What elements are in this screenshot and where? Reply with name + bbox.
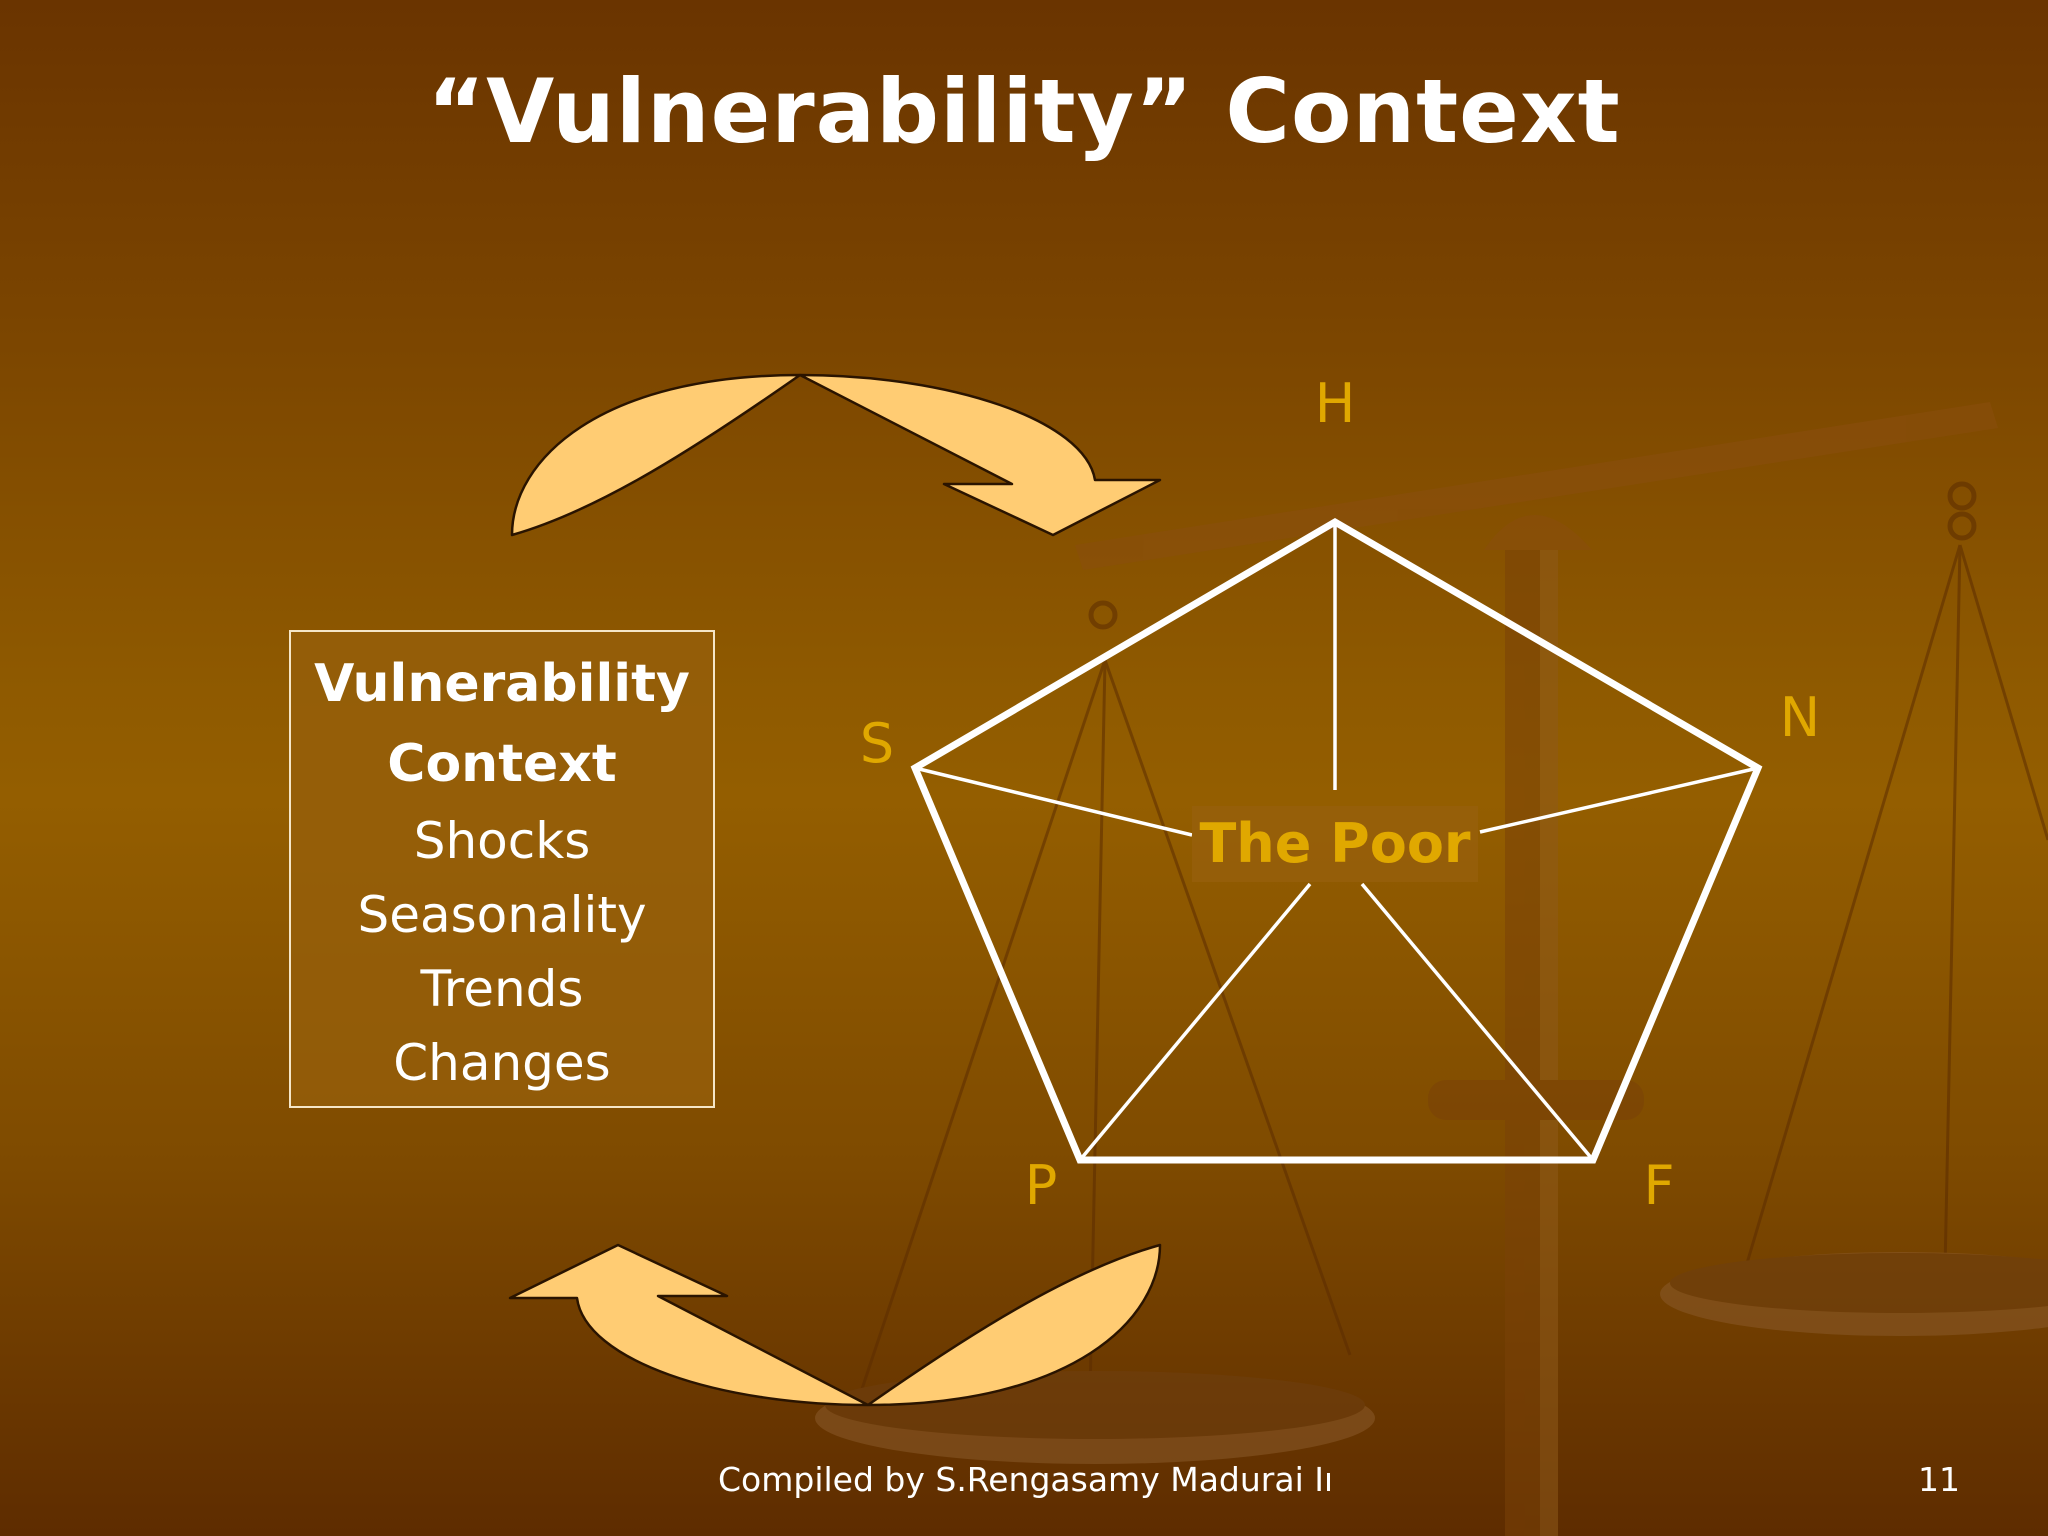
vertex-label-f: F	[1643, 1154, 1675, 1217]
vulnerability-box-heading-line2: Context	[387, 734, 617, 794]
slide-title: “Vulnerability” Context	[427, 60, 1621, 163]
vulnerability-item-changes: Changes	[393, 1034, 611, 1092]
cycle-arrow-top	[510, 373, 1162, 537]
footer-credit: Compiled by S.Rengasamy Madurai Insti	[718, 1460, 1330, 1499]
pentagon-spokes	[914, 522, 1759, 1162]
cycle-arrow-bottom	[508, 1243, 1162, 1407]
balance-scale-background	[815, 402, 2048, 1536]
vulnerability-item-trends: Trends	[420, 960, 584, 1018]
vertex-label-h: H	[1314, 372, 1356, 435]
page-number: 11	[1918, 1460, 1960, 1499]
asset-pentagon	[910, 517, 1763, 1164]
center-label-the-poor: The Poor	[1192, 806, 1478, 882]
vertex-label-n: N	[1779, 686, 1821, 749]
vertex-label-s: S	[859, 712, 895, 775]
vertex-label-p: P	[1024, 1154, 1058, 1217]
vulnerability-context-box: Vulnerability Context Shocks Seasonality…	[289, 630, 715, 1108]
vulnerability-item-seasonality: Seasonality	[357, 886, 647, 944]
vulnerability-box-heading-line1: Vulnerability	[314, 654, 690, 714]
vulnerability-item-shocks: Shocks	[413, 812, 591, 870]
